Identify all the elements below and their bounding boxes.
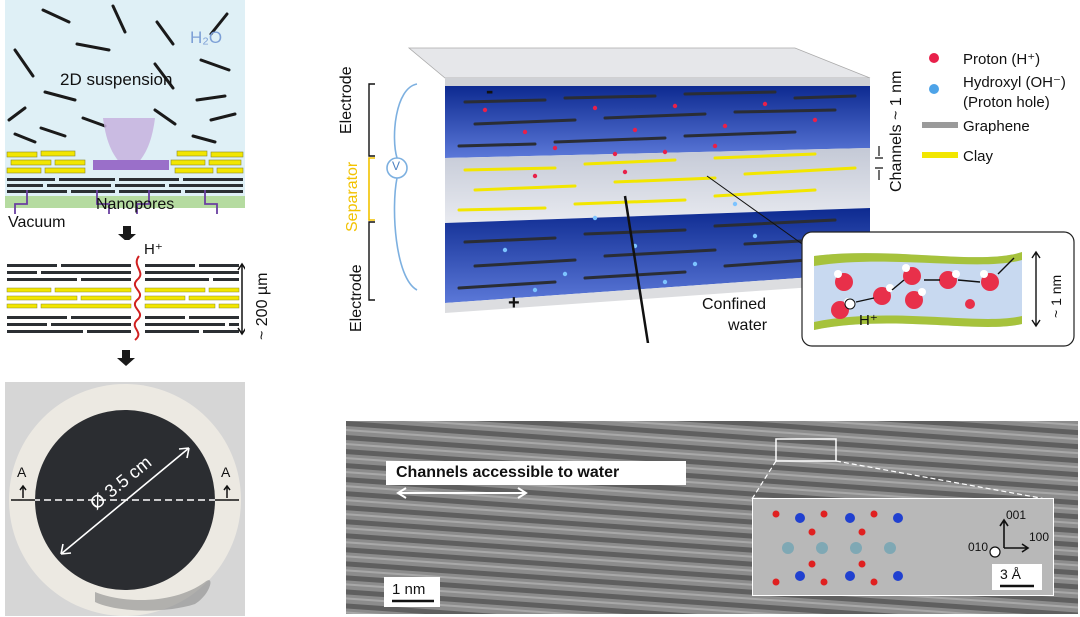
water-label: H₂O — [190, 28, 222, 48]
clay-swatch — [922, 152, 958, 158]
voltmeter-label: V — [392, 159, 400, 173]
legend-proton: Proton (H⁺) — [963, 50, 1040, 68]
proton-swatch — [929, 53, 939, 63]
top-electrode-bracket — [369, 84, 375, 156]
channel-marker — [875, 146, 883, 180]
section-label-left: A — [17, 464, 26, 480]
membrane-proton-label: H⁺ — [144, 240, 163, 258]
axis-001-label: 001 — [1006, 508, 1026, 522]
membrane-graphene-bottom — [7, 316, 239, 333]
funnel-pool — [93, 160, 169, 170]
tem-caption: Channels accessible to water — [396, 464, 619, 482]
bottom-electrode-bracket — [369, 222, 375, 300]
graphene-flakes — [7, 178, 243, 193]
top-plate-front — [445, 78, 870, 86]
voltmeter-wire — [394, 84, 417, 290]
membrane-thickness-label: ~ 200 µm — [254, 273, 272, 340]
membrane-graphene-top — [7, 264, 239, 281]
section-label-right: A — [221, 464, 230, 480]
bottom-electrode-label: Electrode — [348, 264, 366, 332]
membrane-cross-section — [5, 250, 245, 380]
atomic-scale-label: 3 Å — [1000, 566, 1021, 582]
channels-label: Channels ~ 1 nm — [888, 71, 906, 192]
top-electrode-plate — [409, 48, 870, 78]
down-arrow-1 — [118, 226, 136, 240]
confined-label-1: Confined — [702, 296, 766, 314]
nanopores-label: Nanopores — [96, 196, 174, 214]
inset-proton-label: H⁺ — [859, 311, 878, 329]
membrane-photo — [5, 382, 245, 616]
suspension-label: 2D suspension — [60, 70, 172, 90]
membrane-clay — [7, 288, 239, 308]
minus-sign: - — [486, 78, 493, 104]
legend-graphene: Graphene — [963, 118, 1030, 135]
axis-010-label: 010 — [968, 540, 988, 554]
axis-into-page-marker — [990, 547, 1000, 557]
top-electrode-label: Electrode — [338, 66, 356, 134]
legend-proton-hole: (Proton hole) — [963, 94, 1050, 111]
vacuum-label: Vacuum — [8, 214, 66, 232]
confined-label-2: water — [728, 317, 767, 335]
inset-scale-label: ~ 1 nm — [1048, 275, 1064, 318]
axis-100-label: 100 — [1029, 530, 1049, 544]
legend-clay: Clay — [963, 148, 993, 165]
legend-hydroxyl: Hydroxyl (OH⁻) — [963, 73, 1066, 91]
hydroxyl-swatch — [929, 84, 939, 94]
confined-water-inset — [800, 230, 1076, 348]
inset-proton-marker — [845, 299, 855, 309]
tem-scale-label: 1 nm — [392, 581, 425, 598]
plus-sign: + — [508, 292, 520, 315]
separator-bracket — [369, 158, 375, 220]
graphene-swatch — [922, 122, 958, 128]
proton-pathway — [135, 256, 141, 340]
separator-label: Separator — [344, 162, 362, 232]
down-arrow-2 — [117, 350, 135, 366]
